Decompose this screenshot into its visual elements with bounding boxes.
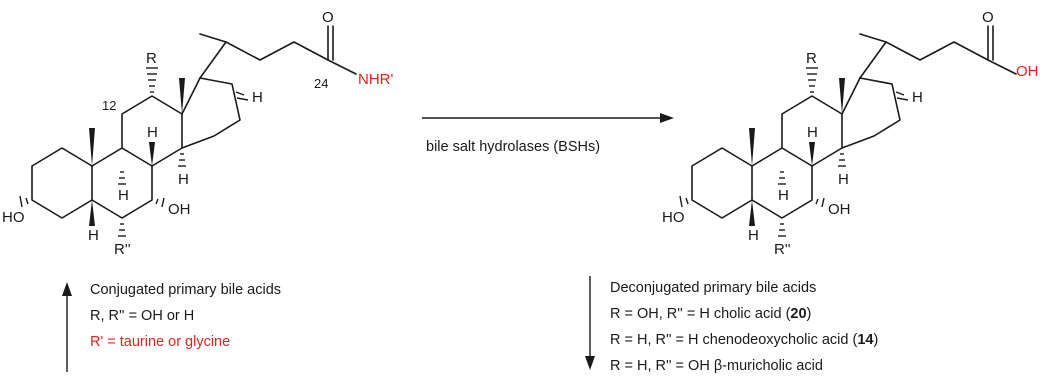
h-label-c8: H (147, 124, 158, 141)
right-caption: Deconjugated primary bile acids R = OH, … (585, 276, 878, 374)
oh-label-c7: OH (168, 201, 191, 218)
carbon-24-label: 24 (314, 76, 328, 91)
right-caption-title: Deconjugated primary bile acids (610, 280, 816, 296)
left-caption-line2: R' = taurine or glycine (90, 334, 230, 350)
right-caption-row-2: R = H, R'' = H chenodeoxycholic acid (14… (610, 332, 878, 348)
ho-label: HO (662, 209, 685, 226)
h-label-c5: H (88, 227, 99, 244)
r-double-prime-label: R'' (774, 241, 791, 258)
carbonyl-oxygen-label: O (322, 9, 334, 26)
right-caption-row-3: R = H, R'' = OH β-muricholic acid (610, 358, 823, 374)
left-molecule: O 24 NHR' R 12 H H H H H HO OH R'' (2, 9, 393, 258)
r-label: R (806, 50, 817, 67)
oh-label-c7: OH (828, 201, 851, 218)
ho-label: HO (2, 209, 25, 226)
left-caption: Conjugated primary bile acids R, R'' = O… (62, 282, 281, 372)
h-label-c5: H (748, 227, 759, 244)
h-label-c17: H (252, 89, 263, 106)
h-label-c9: H (118, 187, 129, 204)
carbonyl-oxygen-label: O (982, 9, 994, 26)
h-label-c14: H (838, 171, 849, 188)
right-caption-row-1: R = OH, R'' = H cholic acid (20) (610, 306, 811, 322)
right-molecule: O OH R H H H H H HO OH R'' (662, 9, 1039, 258)
enzyme-label: bile salt hydrolases (BSHs) (426, 139, 600, 155)
carbon-12-label: 12 (102, 98, 116, 113)
h-label-c17: H (912, 89, 923, 106)
r-double-prime-label: R'' (114, 241, 131, 258)
h-label-c8: H (807, 124, 818, 141)
reaction-arrow: bile salt hydrolases (BSHs) (422, 113, 674, 155)
left-caption-title: Conjugated primary bile acids (90, 282, 281, 298)
acid-oh-label: OH (1016, 63, 1039, 80)
h-label-c9: H (778, 187, 789, 204)
left-caption-line1: R, R'' = OH or H (90, 308, 194, 324)
nhr-prime-label: NHR' (358, 71, 393, 88)
r-label: R (146, 50, 157, 67)
h-label-c14: H (178, 171, 189, 188)
